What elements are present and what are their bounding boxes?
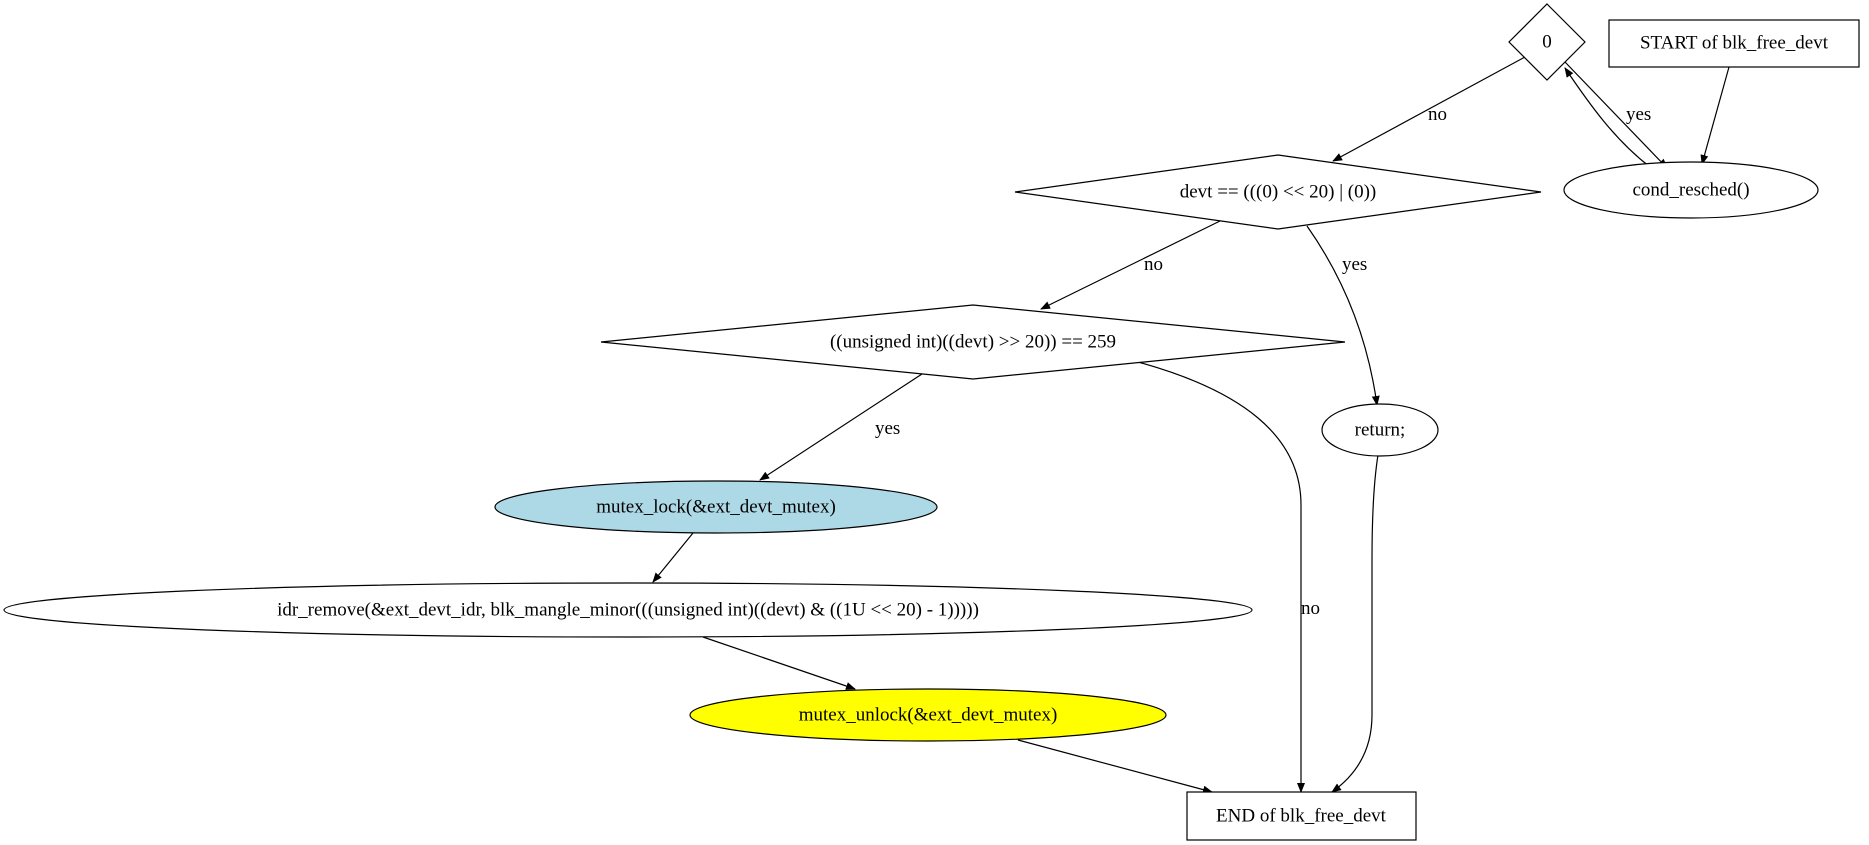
edge-zero-to-cond-resched-yes [1564,61,1668,169]
idr-remove-label: idr_remove(&ext_devt_idr, blk_mangle_min… [277,599,979,620]
zero-decision-node: 0 [1508,3,1586,81]
cond-resched-node: cond_resched() [1563,161,1819,219]
edge-label-devt-yes: yes [1342,254,1367,275]
edge-start-to-cond-resched [1700,66,1730,165]
edge-label-devt-no: no [1144,254,1163,275]
edge-cond-resched-to-zero [1564,67,1651,168]
start-node-label: START of blk_free_devt [1640,32,1829,53]
devt-check-decision-node: devt == (((0) << 20) | (0)) [1014,154,1542,230]
edge-label-major-no: no [1301,598,1320,619]
edge-label-zero-no: no [1428,104,1447,125]
edge-mutex-unlock-to-end [1017,739,1213,794]
mutex-unlock-label: mutex_unlock(&ext_devt_mutex) [799,704,1058,725]
edge-label-major-yes: yes [875,418,900,439]
mutex-unlock-node: mutex_unlock(&ext_devt_mutex) [689,688,1167,742]
edge-idr-remove-to-mutex-unlock [702,636,856,690]
edge-devt-check-to-major-check-no [1040,220,1221,310]
return-label: return; [1355,419,1406,440]
edge-return-to-end [1331,454,1379,793]
edge-major-check-to-mutex-lock-yes [759,373,923,481]
edge-zero-to-devt-check-no [1332,56,1526,162]
major-check-label: ((unsigned int)((devt) >> 20)) == 259 [830,331,1116,352]
cond-resched-label: cond_resched() [1632,179,1749,200]
edge-mutex-lock-to-idr-remove [652,532,694,583]
edge-devt-check-to-return-yes [1306,225,1380,406]
end-node: END of blk_free_devt [1186,791,1417,841]
end-node-label: END of blk_free_devt [1216,805,1387,826]
start-node: START of blk_free_devt [1608,19,1860,68]
return-node: return; [1321,403,1439,457]
edge-major-check-to-end-no [1137,361,1305,793]
idr-remove-node: idr_remove(&ext_devt_idr, blk_mangle_min… [3,582,1253,638]
devt-check-label: devt == (((0) << 20) | (0)) [1180,181,1377,202]
mutex-lock-node: mutex_lock(&ext_devt_mutex) [494,480,938,534]
mutex-lock-label: mutex_lock(&ext_devt_mutex) [596,496,836,517]
zero-decision-label: 0 [1542,31,1552,52]
edge-label-zero-yes: yes [1626,104,1651,125]
major-check-decision-node: ((unsigned int)((devt) >> 20)) == 259 [600,304,1346,380]
